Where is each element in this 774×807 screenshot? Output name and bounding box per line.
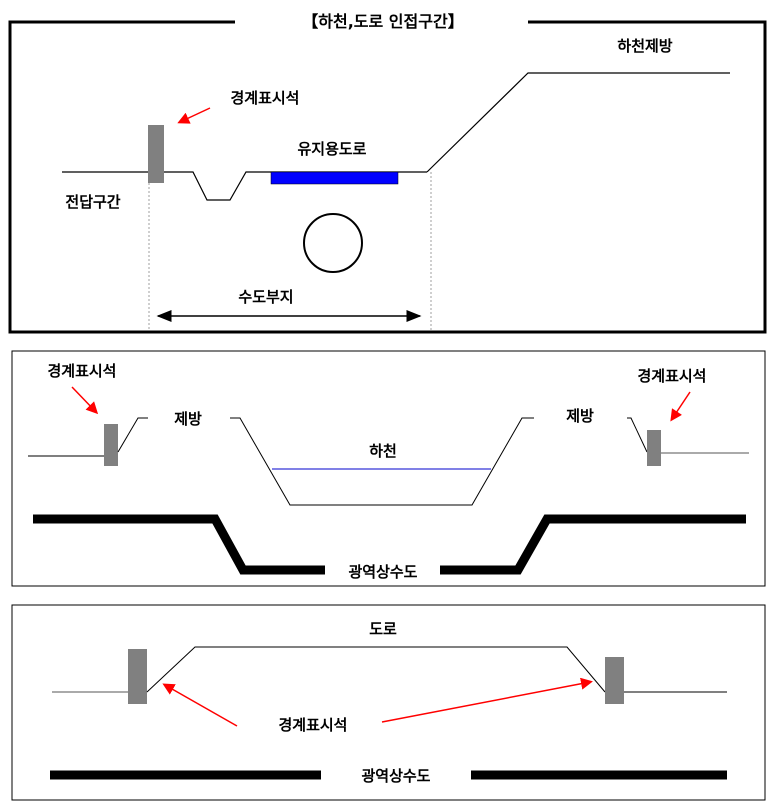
water-main-pipe-right — [440, 514, 746, 575]
boundary-marker-post-right — [605, 657, 624, 704]
marker-label-right: 경계표시석 — [637, 367, 706, 385]
boundary-marker-post-left — [128, 649, 147, 704]
panel-river-road-adjacent: 【하천,도로 인접구간】 하천제방 경계표시석 유지용도로 전답구간 수도부지 — [8, 12, 767, 334]
levee-label-left: 제방 — [174, 410, 202, 428]
road-embankment — [146, 646, 606, 693]
levee-label-right: 제방 — [566, 407, 594, 425]
road-label: 도로 — [369, 620, 397, 638]
marker-arrow-right — [381, 677, 593, 723]
pipe-label: 광역상수도 — [348, 563, 417, 581]
boundary-marker-post-right — [647, 430, 661, 466]
river-label: 하천 — [369, 442, 397, 460]
marker-label-left: 경계표시석 — [47, 362, 116, 380]
panel-river-crossing: 경계표시석 제방 하천 제방 경계표시석 광역상수도 — [11, 350, 766, 587]
road-label: 유지용도로 — [297, 140, 366, 158]
water-main-pipe-left — [33, 514, 325, 575]
river-channel — [230, 417, 534, 506]
boundary-marker-post — [148, 125, 164, 183]
panel-title: 【하천,도로 인접구간】 — [302, 12, 463, 31]
levee-label: 하천제방 — [617, 37, 672, 55]
maintenance-road — [270, 171, 399, 185]
marker-arrow — [177, 107, 211, 124]
panel-border — [11, 604, 766, 801]
site-label: 수도부지 — [238, 288, 293, 306]
levee-slope-left — [117, 417, 148, 453]
marker-arrow-right — [670, 391, 691, 422]
field-label: 전답구간 — [65, 193, 120, 211]
panel-border — [8, 20, 767, 334]
levee-line — [426, 72, 730, 173]
boundary-marker-post-left — [104, 424, 118, 466]
pipe-cross-section — [303, 213, 363, 273]
marker-label: 경계표시석 — [230, 89, 299, 107]
levee-slope-right — [627, 417, 648, 453]
panel-border — [11, 350, 766, 587]
pipe-label: 광역상수도 — [361, 767, 430, 785]
marker-arrow-left — [162, 683, 238, 727]
panel-road-crossing: 도로 경계표시석 광역상수도 — [11, 604, 766, 801]
marker-label: 경계표시석 — [278, 716, 347, 734]
marker-arrow-left — [71, 386, 99, 415]
